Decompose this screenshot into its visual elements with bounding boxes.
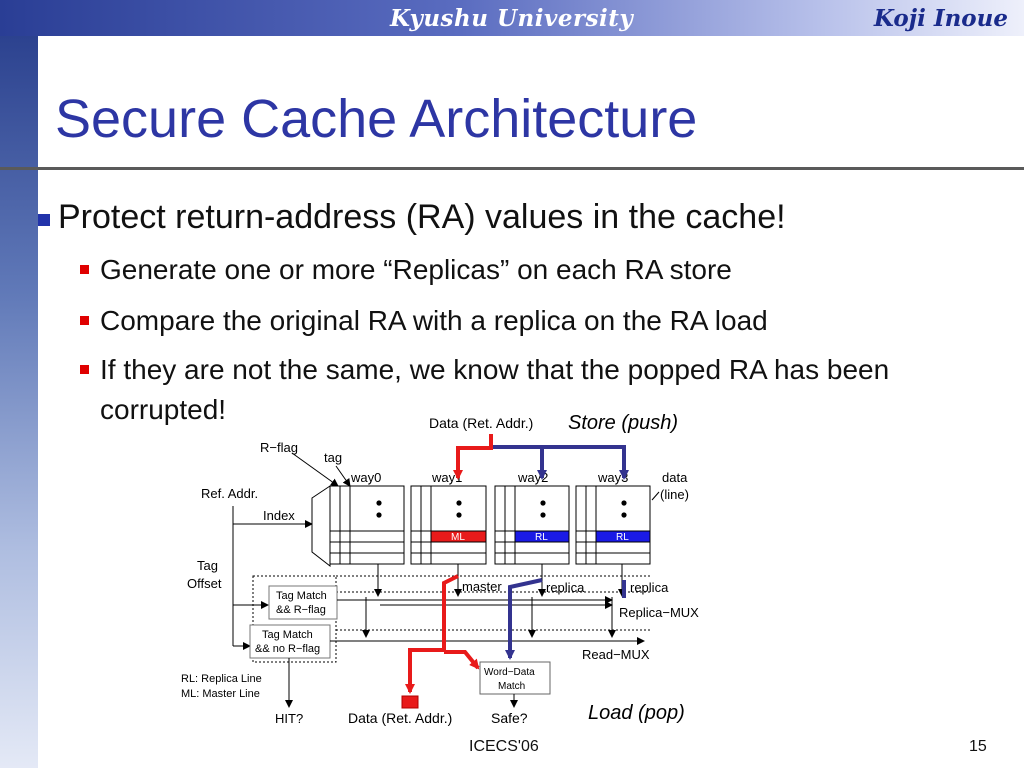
store-label: Store (push) <box>568 412 678 434</box>
sub-bullet-1: Generate one or more “Replicas” on each … <box>80 250 1000 290</box>
tag-offset-label-1: Tag <box>197 558 218 573</box>
tag-match-rflag-label-2: && R−flag <box>276 604 326 616</box>
top-data-label: Data (Ret. Addr.) <box>429 415 533 431</box>
bullet-square-icon <box>80 365 89 374</box>
rl-label: RL <box>616 532 629 543</box>
university-label: Kyushu University <box>390 5 634 32</box>
way0-label: way0 <box>350 470 381 485</box>
bullet-square-icon <box>80 316 89 325</box>
tag-match-rflag-label-1: Tag Match <box>276 590 327 602</box>
replica-label-2: replica <box>630 580 669 595</box>
way1-array: ML <box>410 485 487 565</box>
output-data-block <box>401 695 419 709</box>
legend-ml: ML: Master Line <box>181 688 260 700</box>
master-path <box>405 434 493 694</box>
safe-label: Safe? <box>491 710 528 726</box>
replica-mux-label: Replica−MUX <box>619 605 699 620</box>
data-line-label-2: (line) <box>660 487 689 502</box>
title-divider <box>0 167 1024 170</box>
footer-page-number: 15 <box>969 738 987 755</box>
way2-array: RL <box>494 485 570 565</box>
footer-conference: ICECS'06 <box>469 738 539 755</box>
way3-array: RL <box>575 485 651 565</box>
word-data-label-1: Word−Data <box>484 667 535 678</box>
tag-match-norflag-label-1: Tag Match <box>262 629 313 641</box>
sub-bullet-text: Generate one or more “Replicas” on each … <box>100 254 732 285</box>
left-accent-bar <box>0 36 38 768</box>
sub-bullet-text: If they are not the same, we know that t… <box>100 354 890 425</box>
sub-bullet-2: Compare the original RA with a replica o… <box>80 301 1000 341</box>
bottom-data-label: Data (Ret. Addr.) <box>348 710 452 726</box>
header-bar: Kyushu University Koji Inoue <box>0 0 1024 36</box>
sub-bullet-text: Compare the original RA with a replica o… <box>100 305 768 336</box>
ref-addr-label: Ref. Addr. <box>201 486 258 501</box>
rl-label: RL <box>535 532 548 543</box>
r-flag-label: R−flag <box>260 440 298 455</box>
replica-path <box>490 445 629 660</box>
tag-match-norflag-label-2: && no R−flag <box>255 643 320 655</box>
tag-label: tag <box>324 450 342 465</box>
master-label: master <box>462 579 502 594</box>
ml-label: ML <box>451 532 465 543</box>
main-bullet: Protect return-address (RA) values in th… <box>38 198 786 237</box>
replica-label-1: replica <box>546 580 585 595</box>
author-label: Koji Inoue <box>873 5 1008 32</box>
hit-label: HIT? <box>275 711 303 726</box>
index-label: Index <box>263 508 295 523</box>
bullet-square-icon <box>38 214 50 226</box>
sub-bullet-3: If they are not the same, we know that t… <box>80 350 1000 430</box>
legend-rl: RL: Replica Line <box>181 673 262 685</box>
way0-array <box>329 485 405 565</box>
slide-title: Secure Cache Architecture <box>55 89 698 149</box>
read-mux-label: Read−MUX <box>582 647 650 662</box>
main-bullet-text: Protect return-address (RA) values in th… <box>58 198 786 236</box>
tag-offset-label-2: Offset <box>187 576 222 591</box>
data-line-label-1: data <box>662 470 688 485</box>
load-label: Load (pop) <box>588 702 685 724</box>
word-data-label-2: Match <box>498 681 525 692</box>
bullet-square-icon <box>80 265 89 274</box>
